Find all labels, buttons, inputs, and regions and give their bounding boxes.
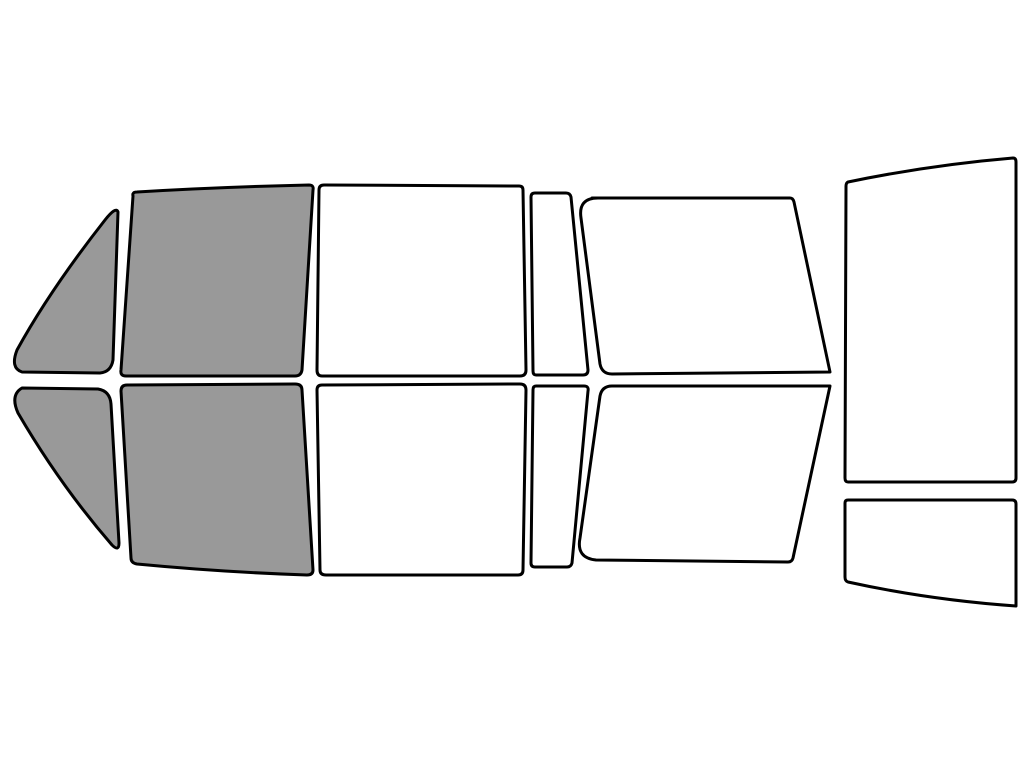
rear-door-window-lower-right[interactable]	[315, 382, 528, 577]
narrow-pillar-glass-lower[interactable]	[529, 384, 590, 569]
front-quarter-glass-upper-left[interactable]	[12, 208, 120, 375]
rear-side-window-upper[interactable]	[579, 196, 832, 376]
rear-door-window-upper-left[interactable]	[315, 183, 528, 378]
rear-side-window-lower[interactable]	[577, 384, 832, 564]
rear-windshield-panel[interactable]	[843, 156, 1018, 484]
rear-lower-panel[interactable]	[843, 498, 1018, 608]
narrow-pillar-glass-upper[interactable]	[529, 191, 590, 377]
front-door-window-lower-right[interactable]	[119, 382, 315, 577]
front-door-window-upper-left[interactable]	[119, 183, 315, 378]
front-quarter-glass-lower-right[interactable]	[13, 386, 121, 550]
